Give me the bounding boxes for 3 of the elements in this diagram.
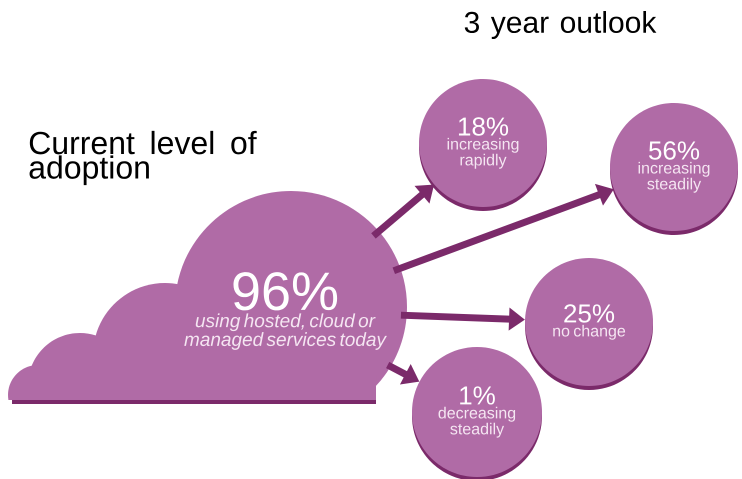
heading: Current level of adoption <box>30 130 257 186</box>
cloud: 96% using hosted, cloud or managed services today <box>8 191 407 404</box>
heading: 3 year outlook <box>464 11 656 39</box>
